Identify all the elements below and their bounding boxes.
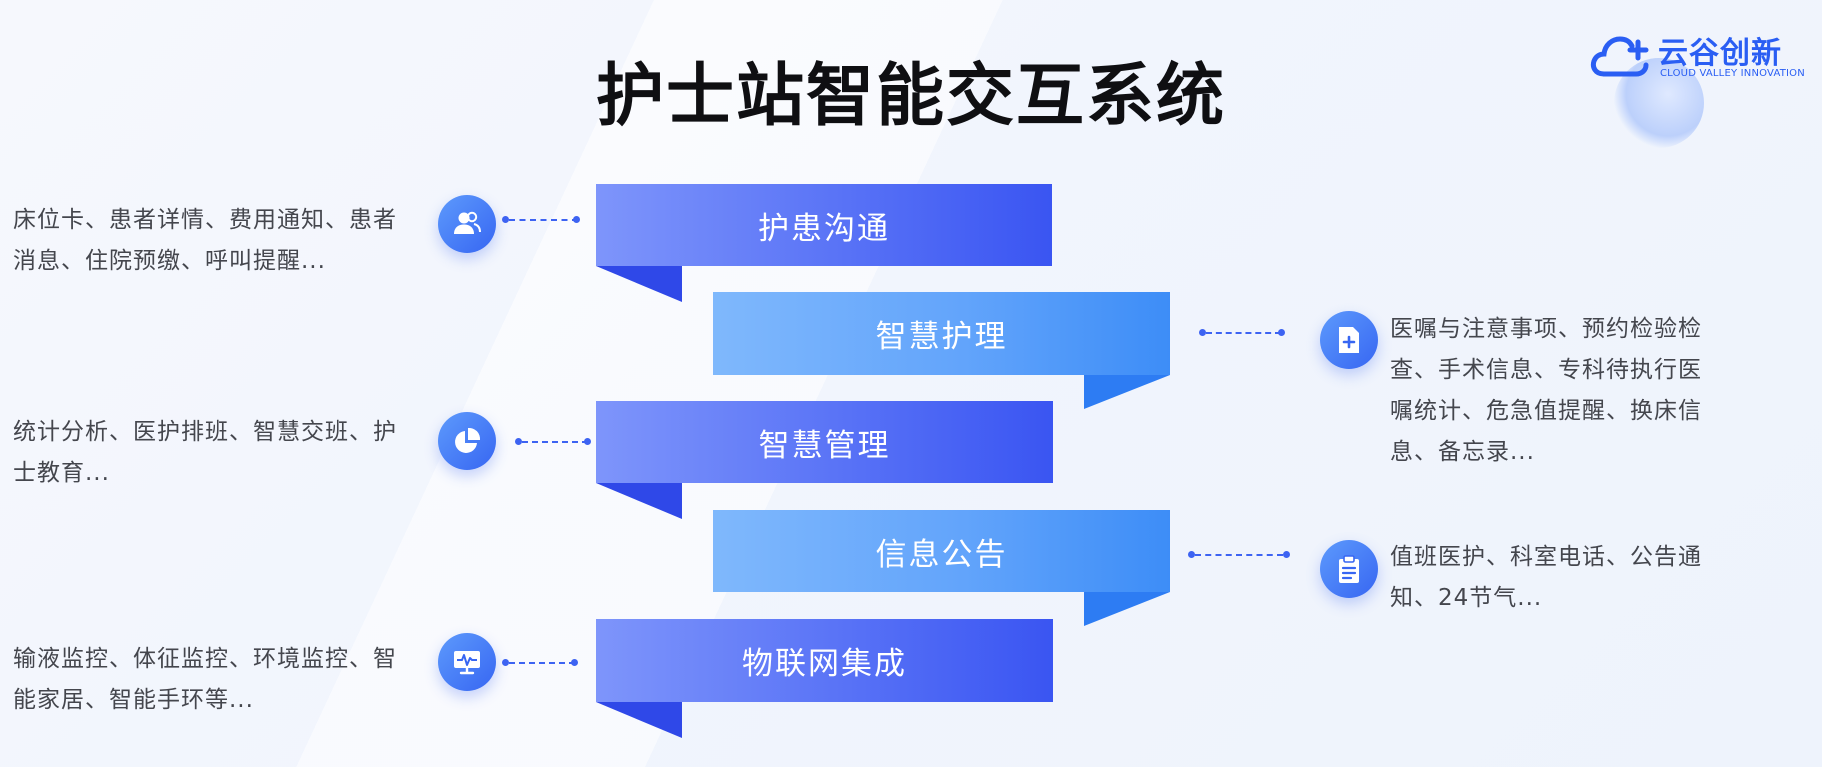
connector-dot — [571, 659, 578, 666]
description-line: 查、手术信息、专科待执行医 — [1390, 357, 1702, 383]
connector-line — [509, 662, 575, 664]
connector-dot — [1278, 329, 1285, 336]
description-line: 医嘱与注意事项、预约检验检 — [1390, 316, 1702, 342]
banner-fold — [596, 266, 682, 302]
banner-fold — [1084, 375, 1170, 409]
module-description: 统计分析、医护排班、智慧交班、护 士教育... — [13, 412, 397, 494]
module-label: 智慧护理 — [875, 319, 1008, 355]
banner-fold — [596, 483, 682, 519]
module-description: 医嘱与注意事项、预约检验检 查、手术信息、专科待执行医 嘱统计、危急值提醒、换床… — [1390, 309, 1702, 473]
module-label: 物联网集成 — [742, 646, 907, 682]
logo-subtitle: CLOUD VALLEY INNOVATION — [1660, 68, 1805, 79]
connector-dot — [1188, 551, 1195, 558]
connector-dot — [573, 216, 580, 223]
cloud-plus-icon — [1590, 36, 1649, 77]
connector-dot — [515, 438, 522, 445]
banner-fold — [1084, 592, 1170, 626]
brand-logo: 云谷创新 CLOUD VALLEY INNOVATION — [1590, 28, 1805, 148]
pie-chart-icon — [438, 412, 496, 470]
clipboard-icon — [1320, 540, 1378, 598]
connector-dot — [502, 659, 509, 666]
module-banner-smart-management: 智慧管理 — [596, 401, 1053, 483]
description-line: 床位卡、患者详情、费用通知、患者 — [13, 207, 397, 233]
description-line: 统计分析、医护排班、智慧交班、护 — [13, 419, 397, 445]
connector-line — [1206, 332, 1281, 334]
page-title: 护士站智能交互系统 — [595, 57, 1226, 136]
module-description: 床位卡、患者详情、费用通知、患者 消息、住院预缴、呼叫提醒... — [13, 200, 397, 282]
document-plus-icon — [1320, 311, 1378, 369]
module-description: 值班医护、科室电话、公告通 知、24节气... — [1390, 537, 1702, 619]
module-description: 输液监控、体征监控、环境监控、智 能家居、智能手环等... — [13, 639, 397, 721]
connector-dot — [584, 438, 591, 445]
connector-dot — [1283, 551, 1290, 558]
module-banner-nurse-patient: 护患沟通 — [596, 184, 1052, 266]
description-line: 士教育... — [13, 460, 110, 486]
description-line: 输液监控、体征监控、环境监控、智 — [13, 646, 397, 672]
users-icon — [438, 195, 496, 253]
logo-name: 云谷创新 — [1658, 36, 1782, 71]
connector-line — [1195, 554, 1283, 556]
module-banner-smart-nursing: 智慧护理 — [713, 292, 1170, 375]
module-label: 信息公告 — [875, 536, 1008, 573]
description-line: 嘱统计、危急值提醒、换床信 — [1390, 398, 1702, 424]
description-line: 知、24节气... — [1390, 585, 1543, 611]
module-banner-iot: 物联网集成 — [596, 619, 1053, 702]
module-label: 护患沟通 — [758, 210, 890, 247]
banner-fold — [596, 702, 682, 738]
description-line: 能家居、智能手环等... — [13, 687, 254, 713]
connector-line — [509, 219, 578, 221]
connector-dot — [1199, 329, 1206, 336]
monitor-icon — [438, 633, 496, 691]
connector-line — [522, 441, 588, 443]
connector-dot — [502, 216, 509, 223]
description-line: 消息、住院预缴、呼叫提醒... — [13, 248, 326, 274]
description-line: 值班医护、科室电话、公告通 — [1390, 544, 1702, 570]
description-line: 息、备忘录... — [1390, 439, 1535, 465]
module-banner-announcements: 信息公告 — [713, 510, 1170, 592]
module-label: 智慧管理 — [758, 427, 891, 464]
